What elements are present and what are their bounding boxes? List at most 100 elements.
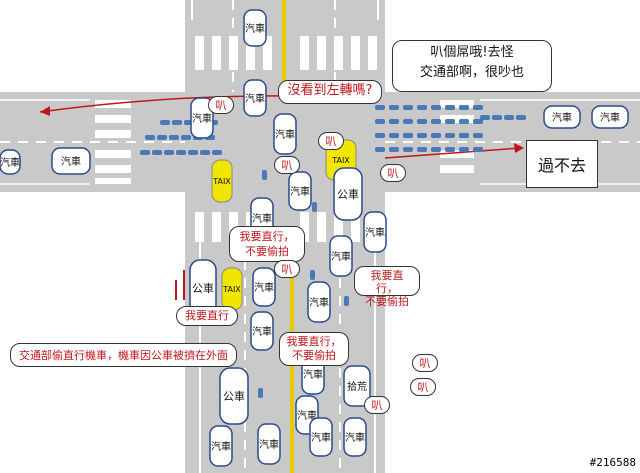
scooter-46: [431, 147, 441, 152]
scooter-51: [492, 115, 502, 120]
car-17: 汽車: [209, 425, 233, 467]
scooter-19: [389, 105, 399, 110]
taxi-2: TAIX: [221, 267, 243, 311]
bus-1: 公車: [333, 167, 363, 221]
car-1: 汽車: [243, 79, 267, 117]
scavenger-cart: 拾荒: [343, 365, 371, 407]
scooter-8: [157, 135, 167, 140]
scooter-57: [258, 388, 263, 398]
car-11: 汽車: [329, 235, 353, 277]
honk-bubble-1: 叭: [208, 96, 234, 114]
car-label-16: 汽車: [297, 409, 317, 422]
car-label-20: 汽車: [345, 431, 365, 444]
car-10: 汽車: [363, 211, 387, 253]
scooter-23: [445, 105, 455, 110]
taxi-label-1: TAIX: [331, 156, 350, 165]
scooter-10: [181, 135, 191, 140]
honk-bubble-3: 叭: [380, 164, 406, 182]
scooter-24: [459, 105, 469, 110]
car-6: 汽車: [190, 97, 214, 139]
car-label-2: 汽車: [0, 156, 20, 169]
scooter-45: [417, 147, 427, 152]
scooter-18: [375, 105, 385, 110]
scooter-0: [140, 150, 150, 155]
car-8: 汽車: [288, 171, 312, 211]
scooter-41: [473, 133, 483, 138]
car-label-4: 汽車: [552, 111, 572, 124]
scooter-1: [152, 150, 162, 155]
car-label-9: 汽車: [252, 212, 272, 225]
scooter-34: [375, 133, 385, 138]
center-line-bottom: [290, 260, 294, 473]
scooter-21: [417, 105, 427, 110]
car-label-7: 汽車: [275, 128, 295, 141]
scooter-29: [417, 119, 427, 124]
scooter-54: [262, 170, 267, 180]
scooter-2: [164, 150, 174, 155]
bus-label-2: 公車: [223, 389, 245, 403]
honk-bubble-5: 叭: [274, 260, 300, 278]
bus-2: 公車: [219, 367, 249, 425]
car-label-19: 汽車: [311, 431, 331, 444]
scooter-38: [431, 133, 441, 138]
scooter-26: [375, 119, 385, 124]
bus-label-1: 公車: [337, 187, 359, 201]
scooter-39: [445, 133, 455, 138]
scooter-3: [176, 150, 186, 155]
scooter-56: [344, 296, 349, 306]
car-label-14: 汽車: [252, 325, 272, 338]
car-13: 汽車: [252, 267, 276, 307]
scooter-22: [431, 105, 441, 110]
scooter-33: [473, 119, 483, 124]
car-label-6: 汽車: [192, 112, 212, 125]
cannot-pass-box: 過不去: [526, 140, 598, 188]
scooter-9: [169, 135, 179, 140]
taxi-label-2: TAIX: [222, 285, 241, 294]
scavenger-label: 拾荒: [347, 380, 367, 393]
scooter-55: [310, 270, 315, 280]
car-12: 汽車: [307, 281, 331, 323]
left-turn-bubble: 沒看到左轉嗎?: [278, 80, 382, 104]
honk-bubble-4: 叭: [274, 156, 300, 174]
honk-bubble-2: 叭: [318, 132, 344, 150]
car-20: 汽車: [343, 417, 367, 457]
bus-label-0: 公車: [192, 281, 214, 295]
straight-arrow: [384, 147, 521, 159]
car-label-0: 汽車: [245, 22, 265, 35]
scooter-20: [403, 105, 413, 110]
car-label-5: 汽車: [600, 111, 620, 124]
taxi-label-0: TAIX: [212, 177, 231, 186]
scooter-49: [473, 147, 483, 152]
watermark: #216588: [589, 456, 636, 469]
honk-bubble-7: 叭: [364, 396, 390, 414]
car-14: 汽車: [250, 311, 274, 351]
scooter-27: [389, 119, 399, 124]
car-4: 汽車: [543, 105, 581, 129]
scooter-6: [212, 150, 222, 155]
scooter-43: [389, 147, 399, 152]
scooter-37: [417, 133, 427, 138]
car-18: 汽車: [257, 423, 281, 465]
car-0: 汽車: [243, 9, 267, 47]
scooter-44: [403, 147, 413, 152]
caption-bubble: 交通部偷直行機車，機車因公車被擠在外面: [10, 343, 237, 367]
scooter-5: [200, 150, 210, 155]
car-2: 汽車: [0, 149, 21, 175]
scooter-59: [312, 202, 317, 212]
car-label-10: 汽車: [365, 226, 385, 239]
car-label-18: 汽車: [259, 438, 279, 451]
car-19: 汽車: [309, 417, 333, 457]
car-label-3: 汽車: [61, 155, 81, 168]
honk-bubble-6: 叭: [412, 354, 438, 372]
scooter-28: [403, 119, 413, 124]
car-5: 汽車: [591, 105, 629, 129]
scooter-42: [375, 147, 385, 152]
car-label-8: 汽車: [290, 185, 310, 198]
taxi-0: TAIX: [211, 159, 233, 203]
car-label-13: 汽車: [254, 281, 274, 294]
car-label-15: 汽車: [303, 368, 323, 381]
crosswalk-top: [195, 36, 377, 70]
scooter-40: [459, 133, 469, 138]
go-straight-bubble-3: 我要直行: [176, 306, 238, 326]
